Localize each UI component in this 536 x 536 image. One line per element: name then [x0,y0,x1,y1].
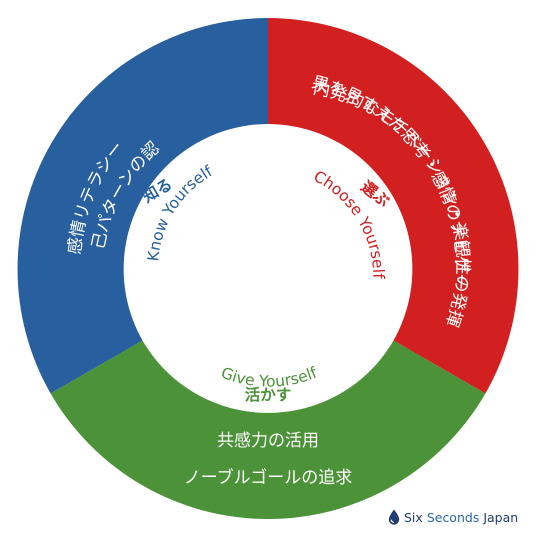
brand-seconds: Seconds [426,509,480,525]
give-inner-japanese: 活かす [245,385,292,404]
water-drop-icon [388,509,400,525]
give-outer-line1: 共感力の活用 [217,431,319,451]
brand-japan: Japan [483,509,519,525]
give-outer-line2: ノーブルゴールの追求 [184,467,353,488]
six-seconds-japan-logo: Six Seconds Japan [388,509,518,525]
brand-six: Six [404,509,423,525]
segment-give [50,340,486,520]
segment-know [17,18,268,394]
segment-choose [268,18,519,394]
